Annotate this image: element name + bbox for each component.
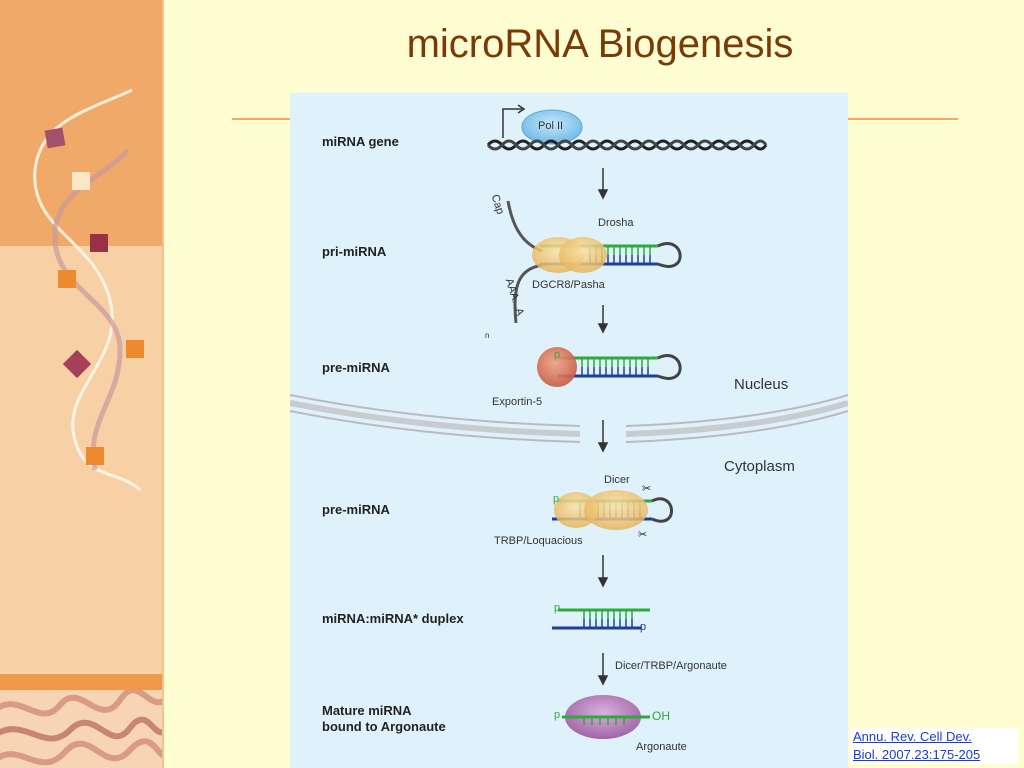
pre-mirna-nucleus-illustration (537, 347, 682, 387)
step-label-duplex: miRNA:miRNA* duplex (322, 611, 464, 626)
step-label-mature-mirna: Mature miRNA (322, 703, 412, 718)
dgcr8-label: DGCR8/Pasha (532, 279, 605, 291)
citation-link[interactable]: Annu. Rev. Cell Dev. Biol. 2007.23:175-2… (850, 728, 1018, 764)
sidebar-band (0, 674, 162, 690)
biogenesis-diagram: ✂ ✂ mi (290, 93, 848, 768)
pri-mirna-illustration (506, 200, 682, 324)
title-rule-left (232, 118, 290, 120)
phosphate-label-mature: p (554, 709, 561, 721)
scissors-icon-bottom: ✂ (638, 528, 647, 541)
dicer-trbp-argonaute-label: Dicer/TRBP/Argonaute (615, 660, 727, 672)
pol-ii-label: Pol II (538, 120, 564, 132)
dicer-label: Dicer (604, 474, 630, 486)
argonaute-illustration (562, 695, 650, 739)
mirna-gene-illustration (486, 104, 768, 151)
coil-texture-graphic (0, 690, 162, 766)
nucleus-label: Nucleus (734, 376, 789, 393)
sidebar-edge (162, 0, 164, 768)
polya-subscript-label: n (485, 331, 490, 340)
sidebar-bottom-texture (0, 690, 162, 768)
scissors-icon-top: ✂ (642, 482, 651, 495)
title-rule-right (848, 118, 958, 120)
phosphate-label-dicer: p (553, 493, 560, 505)
step-label-mirna-gene: miRNA gene (322, 134, 399, 149)
phosphate-label-pre-nucleus: p (554, 349, 561, 361)
duplex-illustration (552, 608, 650, 630)
step-label-bound-argonaute: bound to Argonaute (322, 719, 446, 734)
slide-title: microRNA Biogenesis (406, 22, 794, 66)
cytoplasm-label: Cytoplasm (724, 458, 795, 475)
step-label-pre-mirna-cytoplasm: pre-miRNA (322, 502, 390, 517)
phosphate-label-duplex-bottom: p (640, 621, 647, 633)
dicer-processing-illustration: ✂ ✂ (552, 482, 673, 541)
diagram-graphics: ✂ ✂ (290, 104, 848, 739)
argonaute-label: Argonaute (636, 741, 687, 753)
phosphate-label-duplex-top: p (554, 602, 561, 614)
trbp-loquacious-label: TRBP/Loquacious (494, 535, 583, 547)
sidebar-middle-block (0, 246, 162, 674)
pol-ii-icon (521, 109, 583, 145)
hydroxyl-label: OH (652, 709, 670, 723)
citation-line-2: Biol. 2007.23:175-205 (853, 747, 981, 762)
sidebar-top-block (0, 0, 162, 246)
step-label-pri-mirna: pri-miRNA (322, 244, 387, 259)
trbp-protein (554, 492, 598, 528)
step-label-pre-mirna-nucleus: pre-miRNA (322, 360, 390, 375)
citation-line-1: Annu. Rev. Cell Dev. (853, 729, 972, 744)
flow-arrows (597, 168, 609, 686)
dna-strand-decoration (33, 88, 144, 492)
dicer-protein (584, 490, 648, 530)
exportin-5-label: Exportin-5 (492, 396, 543, 408)
decorative-sidebar (0, 0, 162, 768)
drosha-protein (559, 237, 607, 273)
drosha-label: Drosha (598, 217, 634, 229)
exportin-5-protein (537, 347, 577, 387)
nuclear-membrane (290, 394, 848, 443)
